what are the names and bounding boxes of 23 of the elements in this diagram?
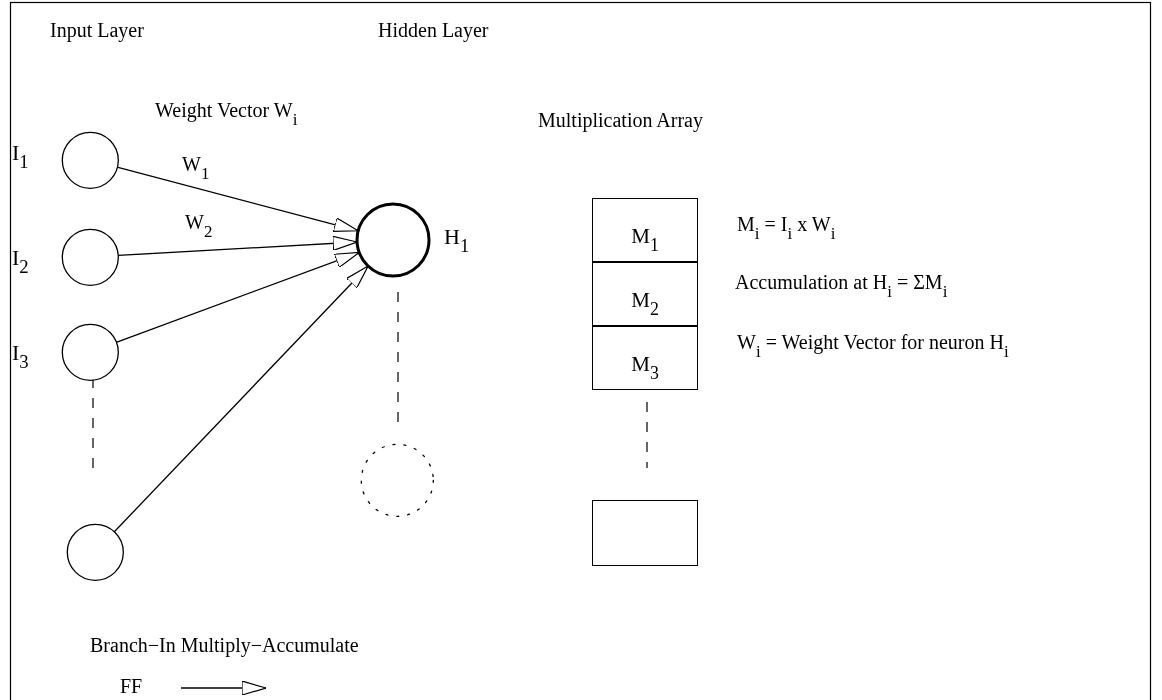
arrow bbox=[117, 235, 358, 257]
legend-text: FF bbox=[120, 674, 143, 698]
neuron-circle bbox=[60, 227, 120, 287]
array-cell: M$_{2}$ bbox=[592, 262, 698, 326]
arrow bbox=[115, 251, 360, 343]
caption-text: Input Layer bbox=[50, 18, 144, 42]
arrow bbox=[113, 265, 369, 533]
neuron-label: I$_{2}$ bbox=[12, 245, 29, 272]
array-cell: M$_{3}$ bbox=[592, 326, 698, 390]
neuron-circle bbox=[354, 201, 432, 279]
caption-text: Hidden Layer bbox=[378, 18, 489, 42]
neuron-label: I$_{1}$ bbox=[12, 140, 29, 167]
caption-text: Multiplication Array bbox=[538, 108, 703, 132]
neuron-circle bbox=[60, 130, 120, 190]
neuron-label: H$_{1}$ bbox=[444, 224, 470, 251]
array-cell: M$_{1}$ bbox=[592, 198, 698, 262]
neuron-label: I$_{3}$ bbox=[12, 340, 29, 367]
arrow bbox=[116, 166, 359, 233]
caption-text: Branch−In Multiply−Accumulate bbox=[90, 633, 359, 657]
neuron-circle bbox=[60, 322, 120, 382]
neuron-circle bbox=[359, 442, 435, 518]
array-cell bbox=[592, 500, 698, 566]
neuron-circle bbox=[65, 522, 125, 582]
